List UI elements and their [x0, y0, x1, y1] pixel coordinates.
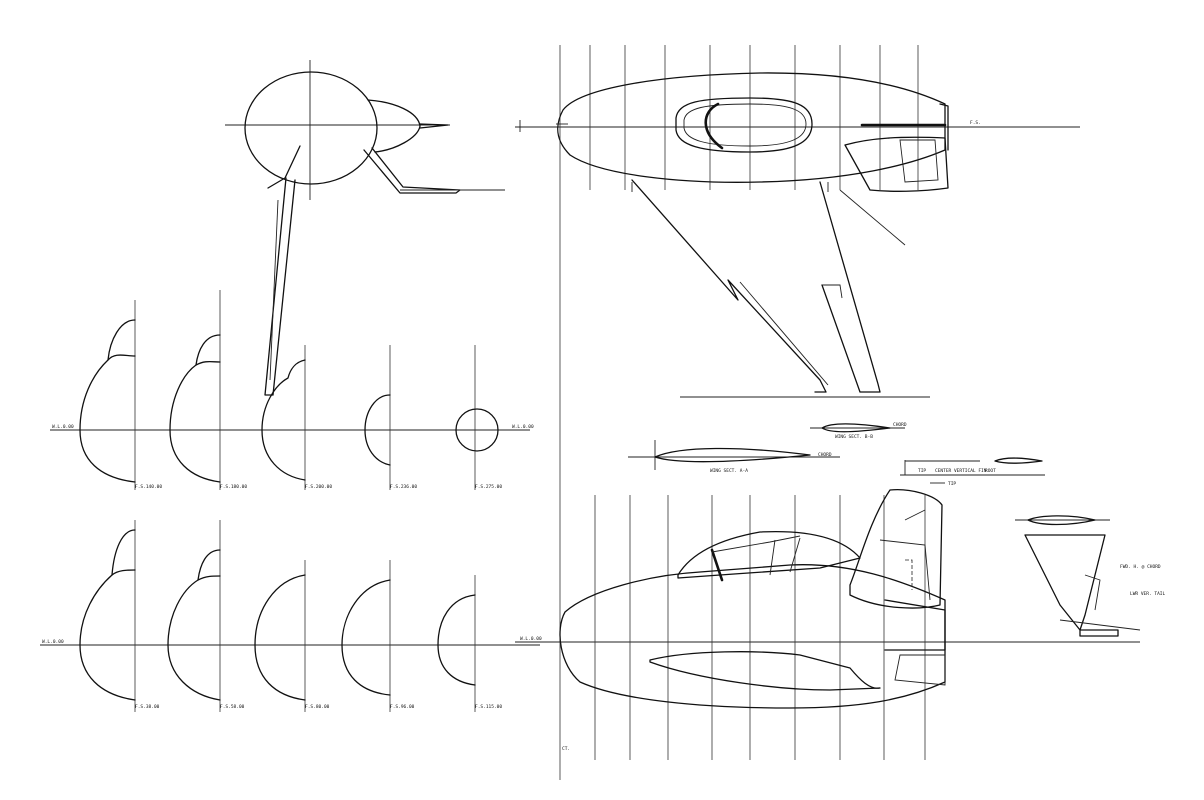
top-view-axis-label: W.L.0.00	[520, 636, 542, 642]
misc-label-0: F.S.	[970, 120, 981, 126]
station-lines-bottom	[594, 495, 926, 760]
section-label-5: F.S.275.00	[475, 484, 502, 490]
section-label-0: W.L.0.00	[52, 424, 74, 430]
tail-label-fwd: FWD. H. @ CHORD	[1120, 564, 1161, 570]
sections-bottom-row: W.L.0.00 F.S.38.00 F.S.58.00 F.S.80.00 F…	[40, 520, 540, 712]
airfoil-label-fin: CENTER VERTICAL FIN	[935, 468, 987, 474]
section-label-2: F.S.180.00	[220, 484, 247, 490]
airfoil-label-aa: WING SECT. A-A	[710, 468, 748, 474]
section-label-b0: W.L.0.00	[42, 639, 64, 645]
airfoil-sections: WING SECT. A-A CHORD WING SECT. B-B CHOR…	[628, 422, 1045, 476]
side-view	[515, 45, 1080, 780]
airfoil-chord-aa: CHORD	[818, 452, 832, 458]
misc-marks: F.S. CT.	[519, 120, 985, 752]
section-label-1: F.S.140.00	[135, 484, 162, 490]
top-view: TIP W.L.0.00	[515, 481, 1140, 760]
section-label-b4: F.S.96.00	[390, 704, 415, 710]
sections-top-row: W.L.0.00 F.S.140.00 F.S.180.00 F.S.200.0…	[50, 290, 534, 490]
misc-label-1: CT.	[562, 746, 570, 752]
airfoil-label-root: ROOT	[985, 468, 996, 474]
section-label-b1: F.S.38.00	[135, 704, 160, 710]
station-lines-top	[559, 45, 919, 780]
section-label-b5: F.S.115.00	[475, 704, 502, 710]
section-label-6: W.L.0.00	[512, 424, 534, 430]
section-label-4: F.S.236.00	[390, 484, 417, 490]
tail-detail: FWD. H. @ CHORD LWR VER. TAIL	[1015, 515, 1166, 637]
tip-label: TIP	[948, 481, 956, 487]
section-label-3: F.S.200.00	[305, 484, 332, 490]
section-label-b3: F.S.80.00	[305, 704, 330, 710]
airfoil-chord-bb: CHORD	[893, 422, 907, 428]
section-label-b2: F.S.58.00	[220, 704, 245, 710]
airfoil-label-tip: TIP	[918, 468, 926, 474]
front-view	[225, 60, 505, 396]
airfoil-label-bb: WING SECT. B-B	[835, 434, 873, 440]
tail-label-lwr: LWR VER. TAIL	[1130, 591, 1166, 597]
